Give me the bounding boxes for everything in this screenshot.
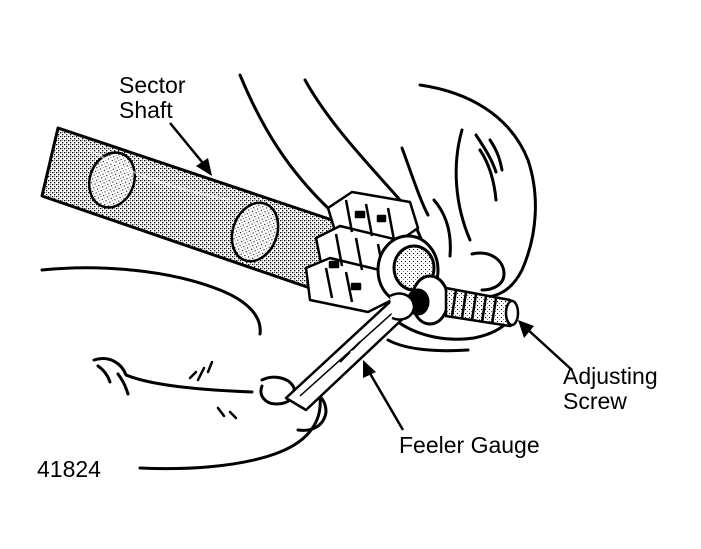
sector-shaft-label-line2: Shaft xyxy=(119,97,173,123)
sector-shaft xyxy=(40,126,340,290)
figure-number: 41824 xyxy=(37,456,101,482)
feeler-gauge xyxy=(284,292,416,412)
adjuster-housing xyxy=(376,234,450,326)
adjusting-screw-label-line1: Adjusting xyxy=(563,363,658,389)
adjusting-screw-label: Adjusting Screw xyxy=(563,364,658,414)
feeler-gauge-label: Feeler Gauge xyxy=(399,432,540,458)
sector-shaft-label-line1: Sector xyxy=(119,72,186,98)
sector-shaft-label: Sector Shaft xyxy=(119,73,185,123)
sector-shaft-leader-arrow xyxy=(169,122,212,176)
adjusting-screw xyxy=(444,286,520,328)
lower-hand xyxy=(40,266,328,471)
feeler-gauge-leader-arrow xyxy=(363,360,405,431)
adjusting-screw-label-line2: Screw xyxy=(563,388,627,414)
adjusting-screw-leader-arrow xyxy=(518,320,573,371)
upper-hand xyxy=(238,73,537,353)
